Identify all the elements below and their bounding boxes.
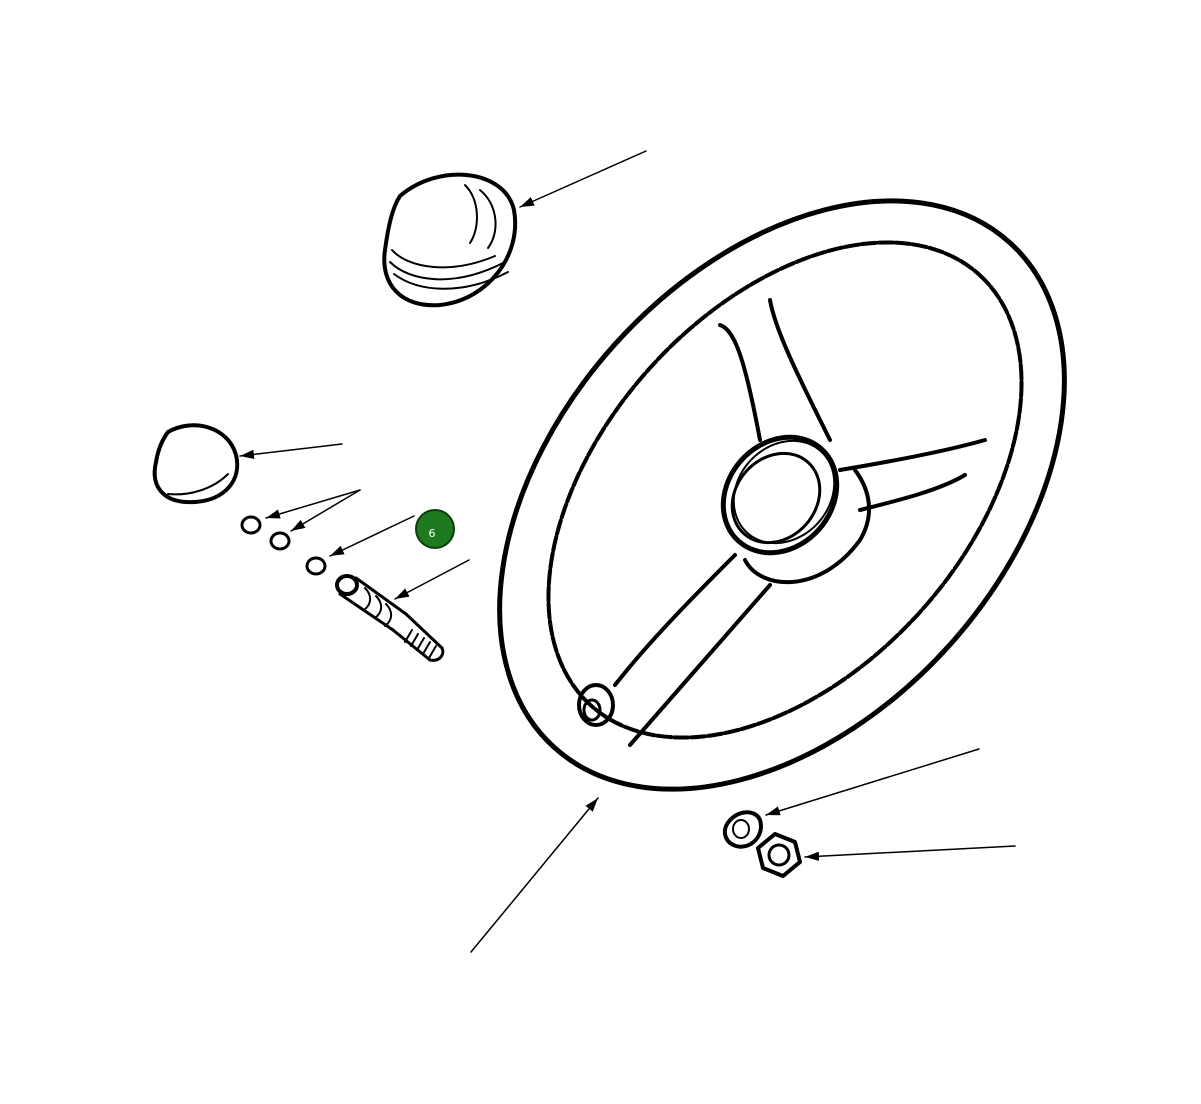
retaining-ring <box>269 531 291 551</box>
horn-contact-pin <box>335 574 445 662</box>
washer <box>305 556 327 576</box>
horn-cap <box>382 172 518 308</box>
leader-lines <box>239 150 1016 953</box>
callout-label: 6 <box>429 527 436 540</box>
retaining-ring <box>240 515 262 535</box>
small-cap <box>152 423 240 505</box>
callout-badge[interactable]: 6 <box>415 509 455 549</box>
steering-wheel <box>497 198 1067 792</box>
callout-circle[interactable] <box>415 509 455 549</box>
lock-washer <box>722 810 763 849</box>
hex-nut <box>756 832 802 878</box>
